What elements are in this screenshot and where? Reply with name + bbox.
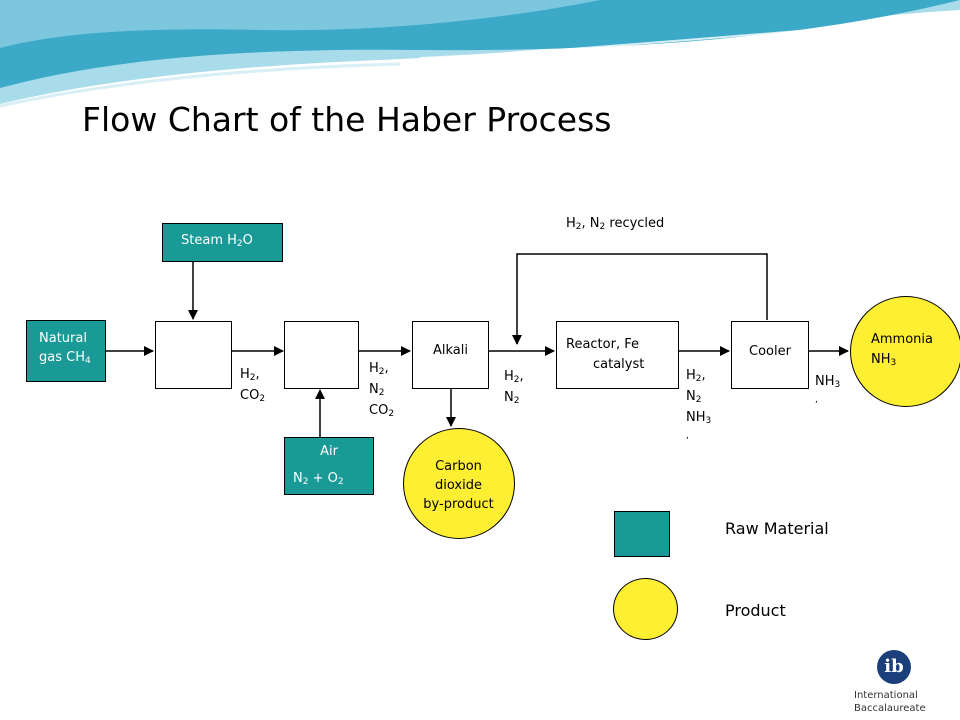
arrow-recycle-loop	[512, 253, 768, 345]
reactor-box: Reactor, Fe catalyst	[556, 321, 679, 389]
ib-logo-mark: ib	[877, 650, 911, 684]
natural-gas-node: Natural gas CH4	[26, 320, 106, 382]
stream-label-h2-n2-co2: H2, N2 CO2	[369, 361, 395, 419]
stream-label-h2-co2: H2, CO2	[240, 367, 266, 404]
alkali-box: Alkali	[412, 321, 489, 389]
page-title: Flow Chart of the Haber Process	[82, 100, 612, 139]
air-node: Air N2 + O2	[284, 437, 374, 495]
stream-label-h2-n2-nh3: H2, N2 NH3 ,	[686, 368, 712, 441]
process-box-1	[155, 321, 232, 389]
stream-label-h2-n2: H2, N2	[504, 369, 524, 406]
legend-product-swatch	[613, 578, 678, 640]
process-box-2	[284, 321, 359, 389]
legend-product-label: Product	[725, 601, 786, 620]
carbon-dioxide-node: Carbon dioxide by-product	[403, 428, 515, 539]
ib-logo: ib International Baccalaureate	[826, 646, 960, 720]
ib-logo-line2: Baccalaureate	[854, 703, 926, 714]
stream-label-recycled: H2, N2 recycled	[566, 216, 665, 232]
cooler-box: Cooler	[731, 321, 809, 389]
legend-raw-material-swatch	[614, 511, 670, 557]
steam-node: Steam H2O	[162, 223, 283, 262]
legend-raw-material-label: Raw Material	[725, 519, 829, 538]
ib-logo-line1: International	[854, 690, 918, 701]
stream-label-nh3: NH3 ,	[815, 374, 841, 405]
ammonia-node: Ammonia NH3	[850, 296, 960, 407]
header-wave-decoration	[0, 0, 960, 108]
